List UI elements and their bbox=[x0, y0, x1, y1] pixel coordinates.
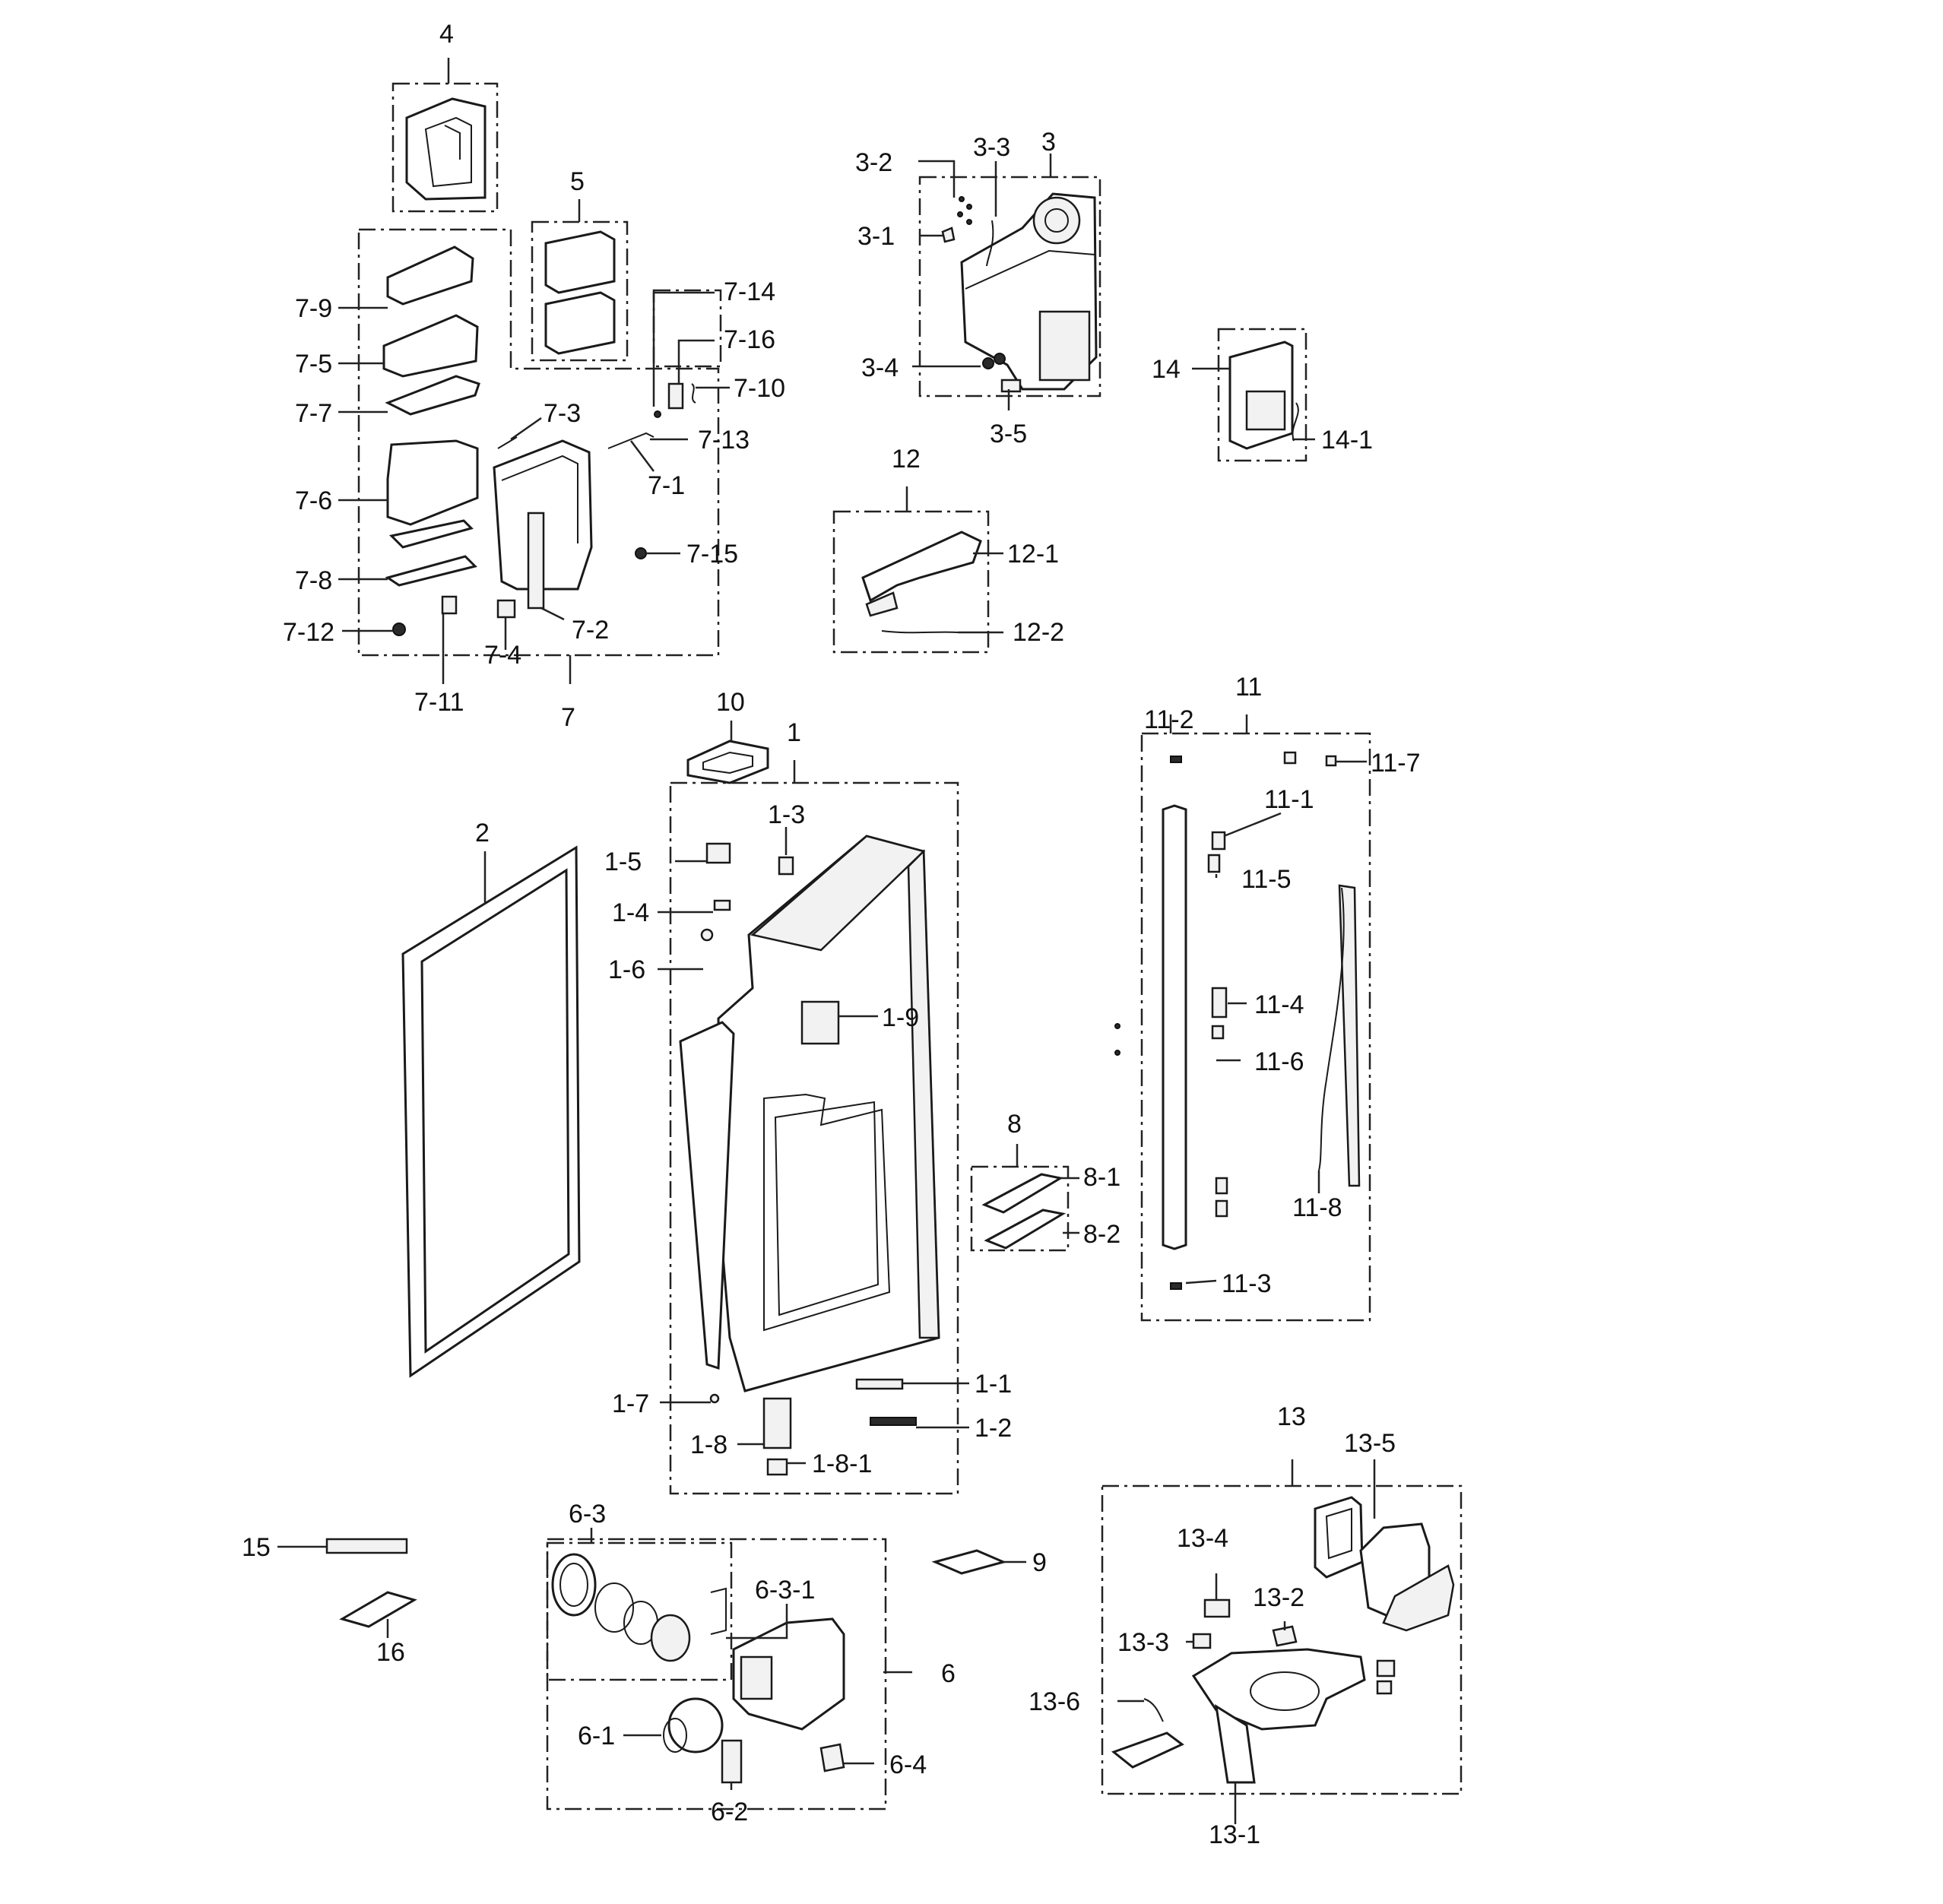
group-4: 4 bbox=[391, 20, 499, 213]
label-13: 13 bbox=[1277, 1402, 1306, 1431]
label-6-1: 6-1 bbox=[578, 1722, 615, 1750]
label-14-1: 14-1 bbox=[1321, 426, 1373, 455]
label-7-16: 7-16 bbox=[724, 325, 775, 354]
label-7-5: 7-5 bbox=[295, 350, 332, 379]
label-3-4: 3-4 bbox=[861, 353, 899, 382]
label-3-3: 3-3 bbox=[973, 133, 1010, 162]
group-15-16: 15 16 bbox=[242, 1533, 417, 1667]
label-1-4: 1-4 bbox=[612, 898, 649, 927]
label-7-7: 7-7 bbox=[295, 399, 332, 428]
label-13-4: 13-4 bbox=[1177, 1524, 1228, 1553]
label-1: 1 bbox=[787, 718, 801, 747]
label-7-10: 7-10 bbox=[734, 374, 785, 403]
label-7-13: 7-13 bbox=[698, 426, 750, 455]
label-14: 14 bbox=[1152, 355, 1181, 384]
label-11: 11 bbox=[1235, 673, 1262, 702]
label-7-4: 7-4 bbox=[484, 641, 521, 670]
label-11-3: 11-3 bbox=[1222, 1269, 1272, 1298]
group-12: 12 12-1 12-2 bbox=[832, 445, 1064, 654]
label-1-6: 1-6 bbox=[608, 955, 645, 984]
group-3: 3-2 3-3 3 3-1 3-4 3-5 bbox=[855, 128, 1101, 448]
label-7-2: 7-2 bbox=[572, 616, 609, 645]
group-7: 7-9 7-5 7-7 7-6 7-8 7-12 7-4 7-2 7-11 7 … bbox=[283, 228, 785, 732]
label-7-8: 7-8 bbox=[295, 566, 332, 595]
label-11-5: 11-5 bbox=[1241, 865, 1292, 894]
label-3-1: 3-1 bbox=[857, 222, 895, 251]
label-1-2: 1-2 bbox=[975, 1414, 1012, 1443]
label-13-2: 13-2 bbox=[1253, 1583, 1304, 1612]
label-3: 3 bbox=[1041, 128, 1056, 157]
label-6-3: 6-3 bbox=[569, 1500, 606, 1529]
label-7-14: 7-14 bbox=[724, 277, 775, 306]
label-4: 4 bbox=[439, 20, 454, 49]
label-7-12: 7-12 bbox=[283, 618, 334, 647]
group-10: 10 bbox=[686, 688, 769, 784]
label-16: 16 bbox=[376, 1638, 405, 1667]
label-11-7: 11-7 bbox=[1371, 749, 1421, 778]
label-8-2: 8-2 bbox=[1083, 1220, 1120, 1249]
label-1-8-1: 1-8-1 bbox=[812, 1449, 872, 1478]
label-11-8: 11-8 bbox=[1292, 1193, 1342, 1222]
group-6: 6-3 6-3-1 6 6-1 6-4 6-2 bbox=[546, 1500, 956, 1826]
label-7: 7 bbox=[561, 703, 575, 732]
label-6-3-1: 6-3-1 bbox=[755, 1576, 815, 1605]
group-14: 14 14-1 bbox=[1152, 328, 1373, 462]
label-1-1: 1-1 bbox=[975, 1370, 1012, 1399]
group-11: 11 11-2 11-7 11-1 11-5 11-4 11-6 11-8 11… bbox=[1114, 673, 1421, 1322]
label-13-5: 13-5 bbox=[1344, 1429, 1396, 1458]
label-7-3: 7-3 bbox=[544, 399, 581, 428]
label-7-6: 7-6 bbox=[295, 486, 332, 515]
label-13-6: 13-6 bbox=[1029, 1687, 1080, 1716]
group-1: 1 1-3 1-5 1-4 1-6 1-9 1-7 1-1 1-2 1-8 1-… bbox=[604, 718, 1012, 1495]
label-11-4: 11-4 bbox=[1254, 990, 1304, 1019]
label-7-1: 7-1 bbox=[648, 471, 685, 500]
label-10: 10 bbox=[716, 688, 745, 717]
label-3-2: 3-2 bbox=[855, 148, 892, 177]
label-13-1: 13-1 bbox=[1209, 1820, 1260, 1849]
label-2: 2 bbox=[475, 819, 490, 847]
label-9: 9 bbox=[1032, 1548, 1047, 1577]
label-15: 15 bbox=[242, 1533, 271, 1562]
group-5: 5 bbox=[531, 167, 629, 362]
label-1-5: 1-5 bbox=[604, 847, 642, 876]
label-3-5: 3-5 bbox=[990, 420, 1027, 448]
label-6: 6 bbox=[941, 1659, 956, 1688]
group-13: 13 13-5 13-4 13-2 13-3 13-6 13-1 bbox=[1029, 1402, 1463, 1849]
label-6-2: 6-2 bbox=[711, 1798, 748, 1826]
label-1-8: 1-8 bbox=[690, 1430, 727, 1459]
label-11-6: 11-6 bbox=[1254, 1047, 1304, 1076]
label-1-9: 1-9 bbox=[882, 1003, 919, 1032]
label-7-11: 7-11 bbox=[414, 688, 464, 717]
label-1-3: 1-3 bbox=[768, 800, 805, 829]
group-2: 2 bbox=[401, 819, 581, 1378]
label-12-1: 12-1 bbox=[1007, 540, 1059, 569]
label-13-3: 13-3 bbox=[1117, 1628, 1169, 1657]
label-7-9: 7-9 bbox=[295, 294, 332, 323]
group-8: 8 8-1 8-2 bbox=[970, 1110, 1120, 1252]
label-11-2: 11-2 bbox=[1144, 705, 1194, 734]
label-7-15: 7-15 bbox=[686, 540, 738, 569]
label-11-1: 11-1 bbox=[1264, 785, 1314, 814]
label-8: 8 bbox=[1007, 1110, 1022, 1139]
label-5: 5 bbox=[570, 167, 585, 196]
label-12-2: 12-2 bbox=[1013, 618, 1064, 647]
label-1-7: 1-7 bbox=[612, 1389, 649, 1418]
label-8-1: 8-1 bbox=[1083, 1163, 1120, 1192]
label-6-4: 6-4 bbox=[889, 1750, 927, 1779]
label-12: 12 bbox=[892, 445, 921, 474]
group-9: 9 bbox=[931, 1548, 1047, 1577]
